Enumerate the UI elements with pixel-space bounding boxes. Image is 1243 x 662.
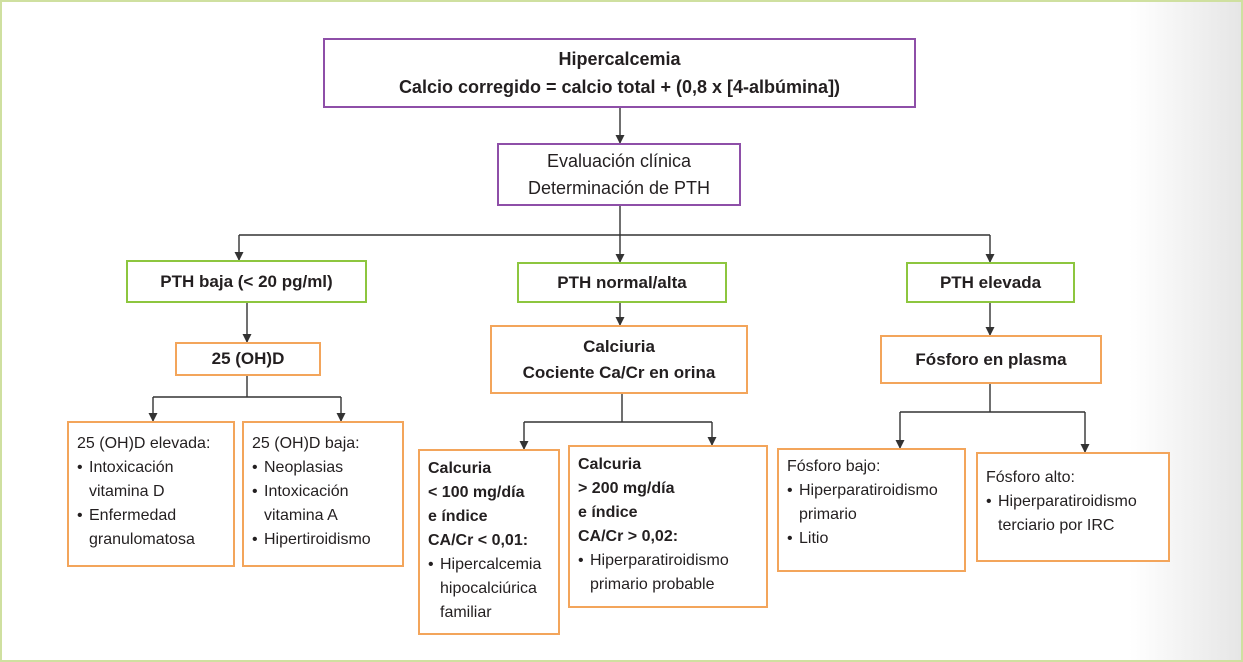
node-list: Hiperparatiroidismo primario Litio (787, 479, 938, 551)
node-list: Hiperparatiroidismo primario probable (578, 549, 729, 597)
node-line: Cociente Ca/Cr en orina (522, 362, 716, 382)
list-item: Intoxicación vitamina A (252, 480, 371, 528)
node-pth-baja: PTH baja (< 20 pg/ml) (126, 260, 367, 303)
node-heading: 25 (OH)D baja: (252, 435, 360, 452)
node-fosforo-bajo: Fósforo bajo: Hiperparatiroidismo primar… (777, 448, 966, 572)
node-label: PTH elevada (939, 272, 1042, 292)
node-25ohd: 25 (OH)D (175, 342, 321, 376)
node-line: Calciuria (583, 336, 655, 356)
node-heading: Calcuria > 200 mg/día e índice CA/Cr > 0… (578, 456, 679, 545)
node-formula: Calcio corregido = calcio total + (0,8 x… (398, 77, 841, 97)
list-item: Hipercalcemia hipocalciúrica familiar (428, 553, 541, 625)
node-25ohd-baja: 25 (OH)D baja: Neoplasias Intoxicación v… (242, 421, 404, 567)
node-label: Fósforo en plasma (915, 349, 1067, 369)
list-item: Neoplasias (252, 456, 371, 480)
list-item: Litio (787, 527, 938, 551)
list-item: Hipertiroidismo (252, 528, 371, 552)
node-list: Neoplasias Intoxicación vitamina A Hiper… (252, 456, 371, 552)
node-line: Evaluación clínica (546, 150, 692, 171)
node-heading: 25 (OH)D elevada: (77, 435, 211, 452)
node-hipercalcemia: Hipercalcemia Calcio corregido = calcio … (323, 38, 916, 108)
list-item: Enfermedad granulomatosa (77, 504, 195, 552)
list-item: Intoxicación vitamina D (77, 456, 195, 504)
node-pth-elevada: PTH elevada (906, 262, 1075, 303)
node-fosforo-plasma: Fósforo en plasma (880, 335, 1102, 384)
node-list: Intoxicación vitamina D Enfermedad granu… (77, 456, 195, 552)
node-list: Hiperparatiroidismo terciario por IRC (986, 490, 1137, 538)
node-label: PTH baja (< 20 pg/ml) (160, 271, 333, 291)
node-heading: Fósforo bajo: (787, 458, 881, 475)
node-heading: Fósforo alto: (986, 469, 1075, 486)
node-label: PTH normal/alta (557, 272, 687, 292)
list-item: Hiperparatiroidismo primario (787, 479, 938, 527)
node-list: Hipercalcemia hipocalciúrica familiar (428, 553, 541, 625)
node-calcuria-baja: Calcuria < 100 mg/día e índice CA/Cr < 0… (418, 449, 560, 635)
node-line: Determinación de PTH (527, 177, 711, 198)
node-title: Hipercalcemia (558, 49, 681, 69)
node-evaluacion: Evaluación clínica Determinación de PTH (497, 143, 741, 206)
node-calciuria: Calciuria Cociente Ca/Cr en orina (490, 325, 748, 394)
node-calcuria-alta: Calcuria > 200 mg/día e índice CA/Cr > 0… (568, 445, 768, 608)
list-item: Hiperparatiroidismo primario probable (578, 549, 729, 597)
list-item: Hiperparatiroidismo terciario por IRC (986, 490, 1137, 538)
node-heading: Calcuria < 100 mg/día e índice CA/Cr < 0… (428, 460, 529, 549)
node-fosforo-alto: Fósforo alto: Hiperparatiroidismo tercia… (976, 452, 1170, 562)
node-25ohd-elevada: 25 (OH)D elevada: Intoxicación vitamina … (67, 421, 235, 567)
node-label: 25 (OH)D (211, 349, 285, 368)
node-pth-normal-alta: PTH normal/alta (517, 262, 727, 303)
